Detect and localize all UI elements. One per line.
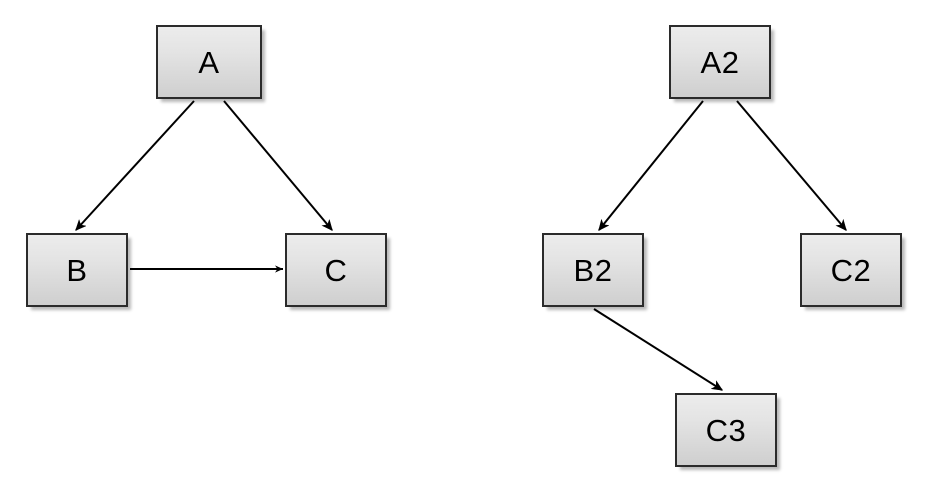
edge-a-to-b: [76, 100, 195, 230]
edge-a2-to-c2: [736, 100, 846, 230]
node-label: C: [324, 252, 348, 288]
node-c[interactable]: C: [285, 233, 387, 307]
node-label: C3: [705, 412, 747, 448]
node-c3[interactable]: C3: [675, 393, 777, 467]
edge-a2-to-b2: [598, 100, 704, 230]
node-label: A2: [700, 44, 740, 80]
node-label: B: [66, 252, 88, 288]
node-label: A: [198, 44, 220, 80]
node-b2[interactable]: B2: [542, 233, 644, 307]
node-label: C2: [830, 252, 872, 288]
edge-a-to-c: [223, 100, 332, 230]
edge-b2-to-c3: [593, 308, 722, 391]
node-label: B2: [573, 252, 613, 288]
node-a[interactable]: A: [156, 25, 262, 99]
node-c2[interactable]: C2: [800, 233, 902, 307]
node-a2[interactable]: A2: [669, 25, 771, 99]
node-b[interactable]: B: [26, 233, 128, 307]
